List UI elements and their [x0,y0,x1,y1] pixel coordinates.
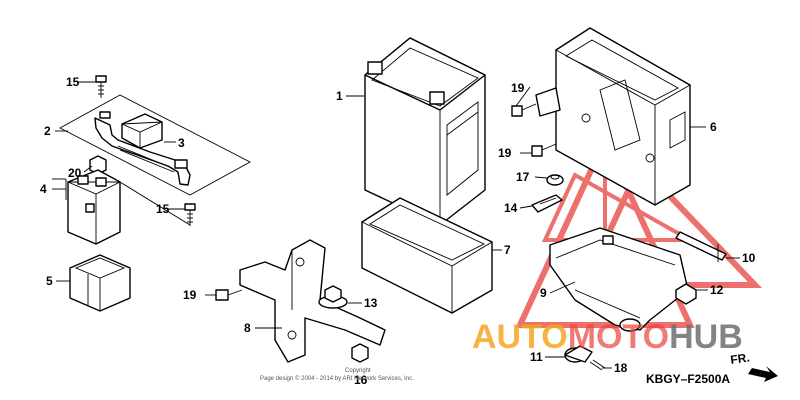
part-14-clip [531,194,563,213]
part-19-bolt-middle [531,143,557,157]
part-10-strap [675,231,727,262]
callout-11: 11 [530,350,543,364]
callout-13: 13 [364,296,378,310]
front-direction-arrow-icon [748,366,778,382]
direction-label: FR. [729,350,750,367]
callout-14: 14 [504,201,518,215]
part-20-fuse [89,155,107,175]
leader-lines [52,81,740,369]
watermark-word-hub: HUB [669,318,743,356]
part-4-relay [67,169,191,245]
callout-6: 6 [710,120,717,134]
part-3-block [121,113,163,149]
part-18-pin [589,359,606,371]
part-15-bolt-top [95,75,107,98]
part-11-mount [564,345,593,363]
copyright-line1: Copyright [345,368,371,374]
part-15-bolt-lower [184,203,196,226]
part-16-nut [351,343,369,363]
part-19-bolt-upper [511,103,537,117]
watermark-word-auto: AUTO [472,318,568,356]
part-7-battery-tray [361,197,493,314]
callout-1: 1 [336,89,343,103]
callout-7: 7 [504,243,511,257]
callout-19-upper: 19 [511,81,525,95]
callout-20: 20 [68,166,82,180]
part-9-cover [549,227,689,332]
callout-9: 9 [540,286,547,300]
callout-8: 8 [244,321,251,335]
copyright-line2: Page design © 2004 - 2014 by ARI Network… [260,375,414,382]
watermark-word-moto: MOTO [568,318,669,356]
callout-2: 2 [44,124,51,138]
callout-5: 5 [46,274,53,288]
callout-17: 17 [516,170,530,184]
callout-4: 4 [40,182,47,196]
part-19-bolt-left [215,289,243,301]
callout-18: 18 [614,361,628,375]
callout-12: 12 [710,283,724,297]
callout-10: 10 [742,251,756,265]
callout-19-middle: 19 [498,146,512,160]
part-13-nut [318,285,348,309]
watermark-logo-text: AUTOMOTOHUB [472,318,743,356]
callout-15-lower: 15 [156,202,170,216]
part-1-battery [364,37,486,226]
callout-19-left: 19 [183,288,197,302]
part-2-harness [59,94,251,196]
part-6-battery-case [535,27,691,206]
callout-3: 3 [178,136,185,150]
part-12-grommet [675,283,697,305]
callout-16: 16 [354,373,368,387]
part-5-cover [69,254,131,312]
part-17-grommet [546,174,564,186]
callout-15-top: 15 [66,75,80,89]
part-8-bracket [239,239,386,363]
diagram-code: KBGY–F2500A [646,372,730,386]
